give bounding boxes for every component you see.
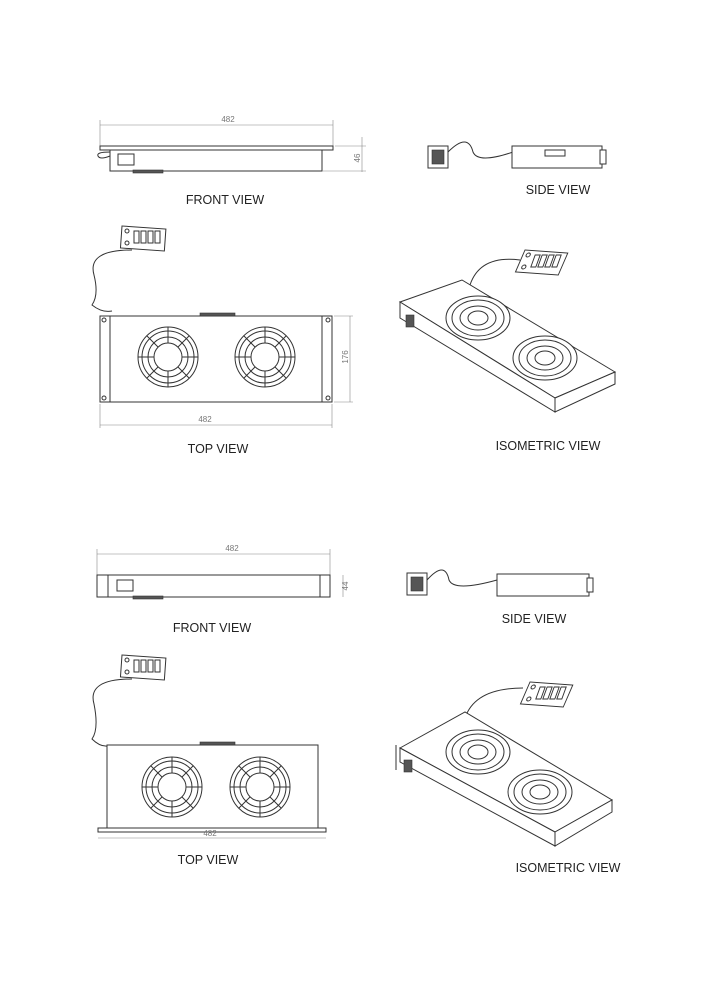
bottom-bracket (132, 169, 164, 174)
mounting-flange (97, 827, 327, 833)
control-box (119, 225, 167, 252)
unit-body (109, 149, 323, 172)
depth-dimension: 176 (341, 350, 350, 364)
control-box-face (410, 576, 424, 592)
unit-side-face (554, 371, 616, 413)
label-plate (544, 149, 566, 157)
fan-icon (229, 756, 291, 818)
mounting-hole (325, 317, 331, 323)
mounting-hole (101, 395, 107, 401)
width-dimension: 482 (221, 115, 235, 124)
front-view-label: FRONT VIEW (186, 193, 264, 207)
upper-top-view: 482 176 TOP VIEW (91, 225, 353, 456)
fan-icon (507, 769, 573, 815)
cable (469, 258, 521, 286)
width-dimension: 482 (203, 829, 217, 838)
side-view-label: SIDE VIEW (526, 183, 591, 197)
control-box (513, 249, 570, 276)
lower-front-view: 482 44 FRONT VIEW (96, 544, 350, 635)
cable-loop (97, 151, 111, 159)
top-bracket (199, 741, 236, 746)
mounting-flange (599, 149, 607, 165)
control-box-face (431, 149, 445, 165)
width-dimension: 482 (198, 415, 212, 424)
unit-side-face (554, 799, 613, 847)
top-bracket (199, 312, 236, 317)
control-box (518, 681, 575, 708)
front-view-label: FRONT VIEW (173, 621, 251, 635)
width-dimension: 482 (225, 544, 239, 553)
height-dimension: 44 (341, 581, 350, 590)
cable (464, 687, 524, 719)
power-switch-icon (405, 314, 415, 328)
fan-icon (137, 326, 199, 388)
top-view-label: TOP VIEW (178, 853, 239, 867)
height-dimension: 46 (353, 153, 362, 162)
bottom-bracket (132, 595, 164, 600)
unit-body (96, 574, 331, 598)
upper-front-view: 482 46 FRONT VIEW (97, 115, 366, 207)
side-view-label: SIDE VIEW (502, 612, 567, 626)
fan-icon (445, 295, 511, 341)
mounting-flange (586, 577, 594, 593)
control-box (119, 654, 167, 681)
fan-icon (445, 729, 511, 775)
power-switch-icon (403, 759, 413, 773)
upper-isometric-view: ISOMETRIC VIEW (398, 249, 617, 453)
fan-icon (141, 756, 203, 818)
power-switch-icon (117, 153, 135, 166)
unit-body (511, 145, 603, 169)
fan-icon (234, 326, 296, 388)
isometric-view-label: ISOMETRIC VIEW (516, 861, 621, 875)
unit-body (496, 573, 590, 597)
mounting-hole (101, 317, 107, 323)
cable (426, 569, 498, 587)
mounting-flange (99, 145, 334, 151)
power-switch-icon (116, 579, 134, 592)
cable (91, 249, 133, 312)
lower-isometric-view: ISOMETRIC VIEW (395, 681, 621, 875)
cable (447, 141, 514, 159)
cable (91, 678, 133, 747)
mounting-hole (325, 395, 331, 401)
upper-side-view: SIDE VIEW (427, 141, 607, 197)
lower-top-view: 482 TOP VIEW (91, 654, 327, 867)
unit-body (99, 315, 333, 403)
top-view-label: TOP VIEW (188, 442, 249, 456)
isometric-view-label: ISOMETRIC VIEW (496, 439, 601, 453)
lower-side-view: SIDE VIEW (406, 569, 594, 626)
fan-icon (512, 335, 578, 381)
